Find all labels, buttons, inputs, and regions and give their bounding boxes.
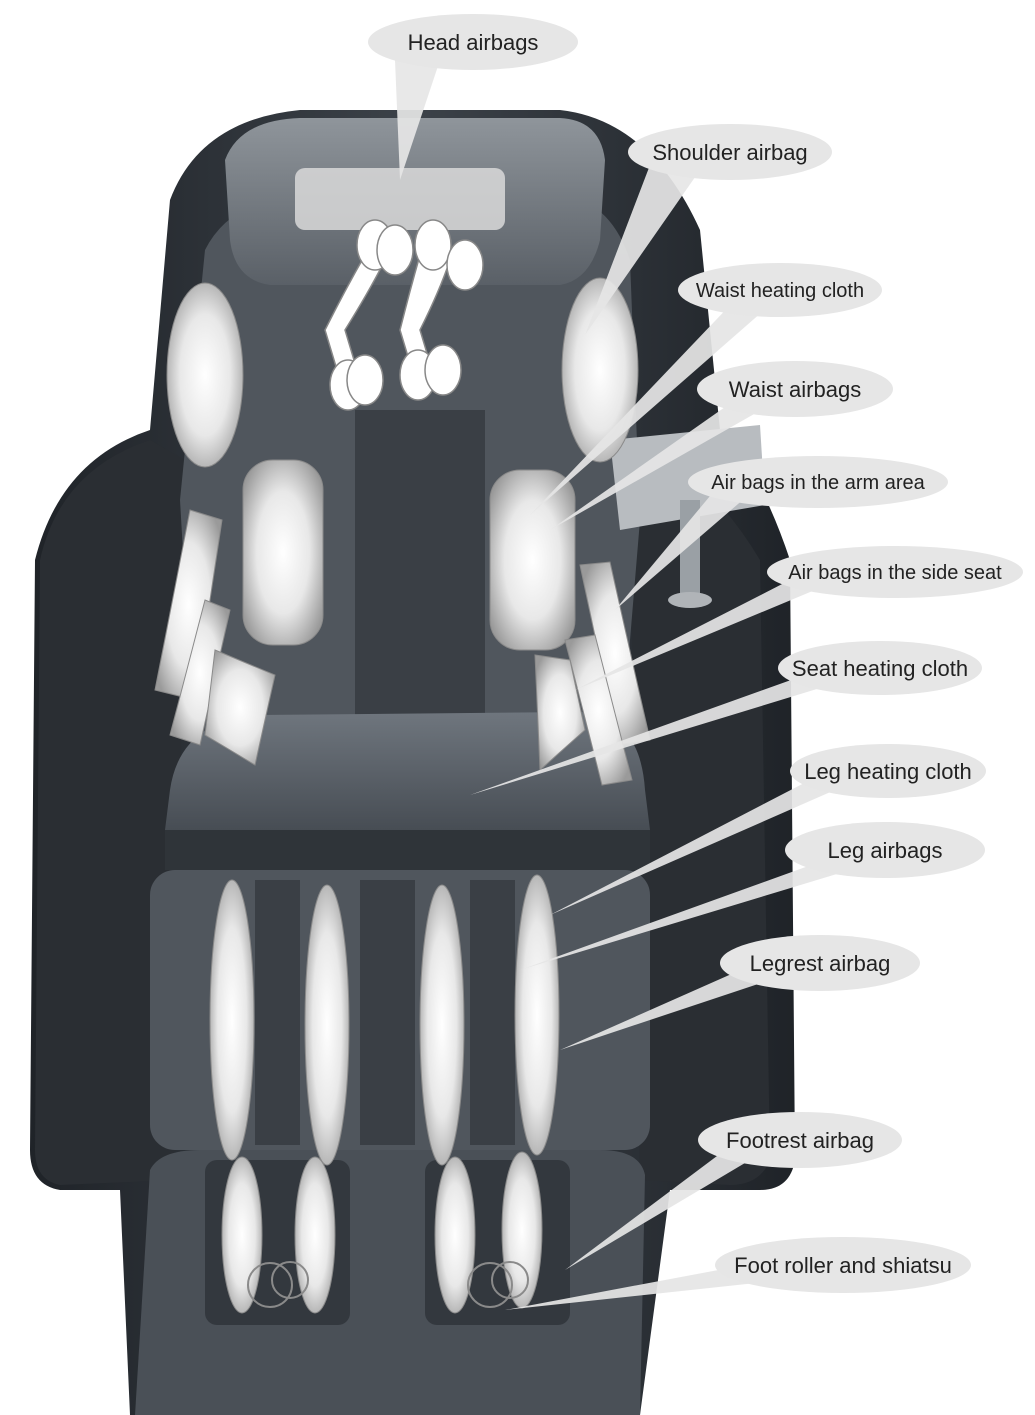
- label-seat-heating-cloth: Seat heating cloth: [792, 656, 968, 681]
- shoulder-airbag-left: [167, 283, 243, 467]
- label-footrest-airbag: Footrest airbag: [726, 1128, 874, 1153]
- label-leg-airbags: Leg airbags: [828, 838, 943, 863]
- callout-arm-area: Air bags in the arm area: [688, 456, 948, 508]
- label-legrest-airbag: Legrest airbag: [750, 951, 891, 976]
- label-head-airbags: Head airbags: [408, 30, 539, 55]
- callout-foot-roller: Foot roller and shiatsu: [715, 1237, 971, 1293]
- callout-leg-heating: Leg heating cloth: [790, 744, 986, 798]
- leg-airbag-4: [515, 875, 559, 1155]
- label-waist-heating-cloth: Waist heating cloth: [696, 280, 864, 302]
- callout-waist-heating-cloth: Waist heating cloth: [678, 263, 882, 317]
- callout-waist-airbags: Waist airbags: [697, 361, 893, 417]
- callout-head-airbags: Head airbags: [368, 14, 578, 70]
- label-waist-airbags: Waist airbags: [729, 377, 861, 402]
- label-foot-roller-shiatsu: Foot roller and shiatsu: [734, 1253, 952, 1278]
- waist-airbag-right: [490, 470, 575, 650]
- leg-airbag-3: [420, 885, 464, 1165]
- callout-footrest-airbag: Footrest airbag: [698, 1112, 902, 1168]
- waist-airbag-left: [243, 460, 323, 645]
- callout-seat-heating: Seat heating cloth: [778, 641, 982, 695]
- label-leg-heating-cloth: Leg heating cloth: [804, 759, 972, 784]
- footrest-airbag-4: [502, 1152, 542, 1308]
- callout-leg-airbags: Leg airbags: [785, 822, 985, 878]
- label-arm-area-airbags: Air bags in the arm area: [711, 472, 925, 494]
- callout-legrest-airbag: Legrest airbag: [720, 935, 920, 991]
- callout-side-seat: Air bags in the side seat: [767, 546, 1023, 598]
- callout-shoulder-airbag: Shoulder airbag: [628, 124, 832, 180]
- label-side-seat-airbags: Air bags in the side seat: [788, 562, 1002, 584]
- label-shoulder-airbag: Shoulder airbag: [652, 140, 807, 165]
- footrest-airbag-2: [295, 1157, 335, 1313]
- leg-airbag-2: [305, 885, 349, 1165]
- footrest-airbag-1: [222, 1157, 262, 1313]
- leg-airbag-1: [210, 880, 254, 1160]
